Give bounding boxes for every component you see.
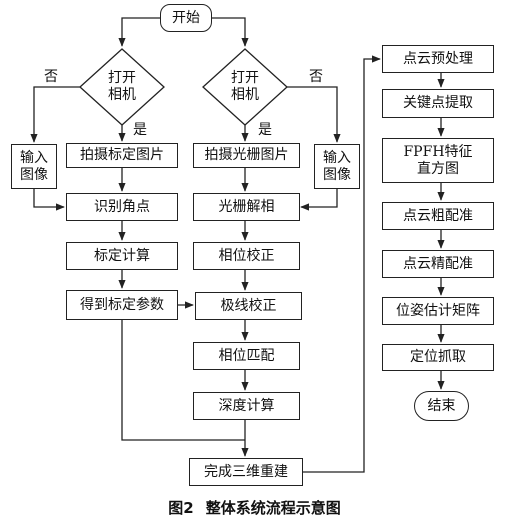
decision-right-line1: 打开 [231,70,259,86]
cloud-preprocess-label: 点云预处理 [403,50,473,67]
edge-start-to-right-decision [212,17,249,47]
fpfh-line2: 直方图 [417,160,459,177]
decision-right-line2: 相机 [231,87,259,103]
input-image-left: 输入 图像 [11,144,57,189]
decision-right-label: 打开 相机 [225,70,265,104]
figure-title: 整体系统流程示意图 [205,499,341,517]
edge-input-left-to-corners [33,189,65,211]
depth-compute: 深度计算 [193,392,300,420]
capture-calib-label: 拍摄标定图片 [80,147,164,163]
grating-phase-decode: 光栅解相 [193,193,300,221]
keypoint-extraction: 关键点提取 [382,89,494,118]
edge-input-right-to-decode [300,189,338,211]
keypoint-extract-label: 关键点提取 [403,95,473,111]
calibration-compute-label: 标定计算 [94,247,150,264]
start-label: 开始 [172,9,200,26]
end-label: 结束 [427,397,456,414]
grasp-label: 定位抓取 [410,349,466,365]
calib-params-label: 得到标定参数 [80,296,164,313]
reconstruction-label: 完成三维重建 [204,463,288,480]
end-node: 结束 [414,391,469,421]
fpfh-feature-histogram: FPFH特征 直方图 [382,138,494,183]
capture-grating-images: 拍摄光栅图片 [193,143,300,168]
edge-start-to-left-decision [118,17,160,47]
edge-left-no [30,86,80,143]
edge-right-no [287,86,341,143]
figure-number: 图2 [168,499,194,517]
coarse-registration: 点云粗配准 [382,202,494,230]
coarse-registration-label: 点云粗配准 [403,207,473,224]
pose-matrix-label: 位姿估计矩阵 [396,302,480,319]
epipolar-correction-label: 极线校正 [220,297,277,314]
decision-left-line2: 相机 [108,87,136,103]
fpfh-line1: FPFH特征 [403,143,473,160]
positioning-grasp: 定位抓取 [382,344,494,371]
detect-corners: 识别角点 [66,193,178,221]
input-image-right: 输入 图像 [314,144,360,189]
decision-left-line1: 打开 [108,70,136,86]
pose-estimation-matrix: 位姿估计矩阵 [382,297,494,325]
yes-label-left: 是 [133,122,147,138]
point-cloud-preprocess: 点云预处理 [382,45,494,73]
yes-label-right: 是 [258,122,272,138]
depth-compute-label: 深度计算 [218,397,275,414]
edge-recon-to-preprocess [303,55,381,473]
phase-matching-label: 相位匹配 [218,347,275,364]
capture-calibration-images: 拍摄标定图片 [66,143,178,168]
input-left-line1: 输入 [20,149,48,166]
decision-left-label: 打开 相机 [102,70,142,104]
phase-matching: 相位匹配 [193,342,300,370]
epipolar-rectification: 极线校正 [195,292,302,320]
input-right-line1: 输入 [323,149,351,166]
input-right-line2: 图像 [323,166,351,183]
calibration-compute: 标定计算 [66,242,178,270]
fine-registration: 点云精配准 [382,250,494,278]
complete-3d-reconstruction: 完成三维重建 [189,458,303,486]
grating-decode-label: 光栅解相 [218,198,275,215]
detect-corners-label: 识别角点 [94,198,150,215]
edge-params-to-merge [121,320,245,441]
phase-correction-label: 相位校正 [218,247,275,264]
no-label-left: 否 [44,69,58,85]
phase-correction: 相位校正 [193,242,300,270]
obtain-calibration-params: 得到标定参数 [66,290,178,320]
fine-registration-label: 点云精配准 [403,255,473,272]
input-left-line2: 图像 [20,166,48,183]
no-label-right: 否 [309,69,323,85]
figure-caption: 图2 整体系统流程示意图 [0,497,509,518]
capture-grating-label: 拍摄光栅图片 [204,147,289,163]
start-node: 开始 [160,4,212,32]
